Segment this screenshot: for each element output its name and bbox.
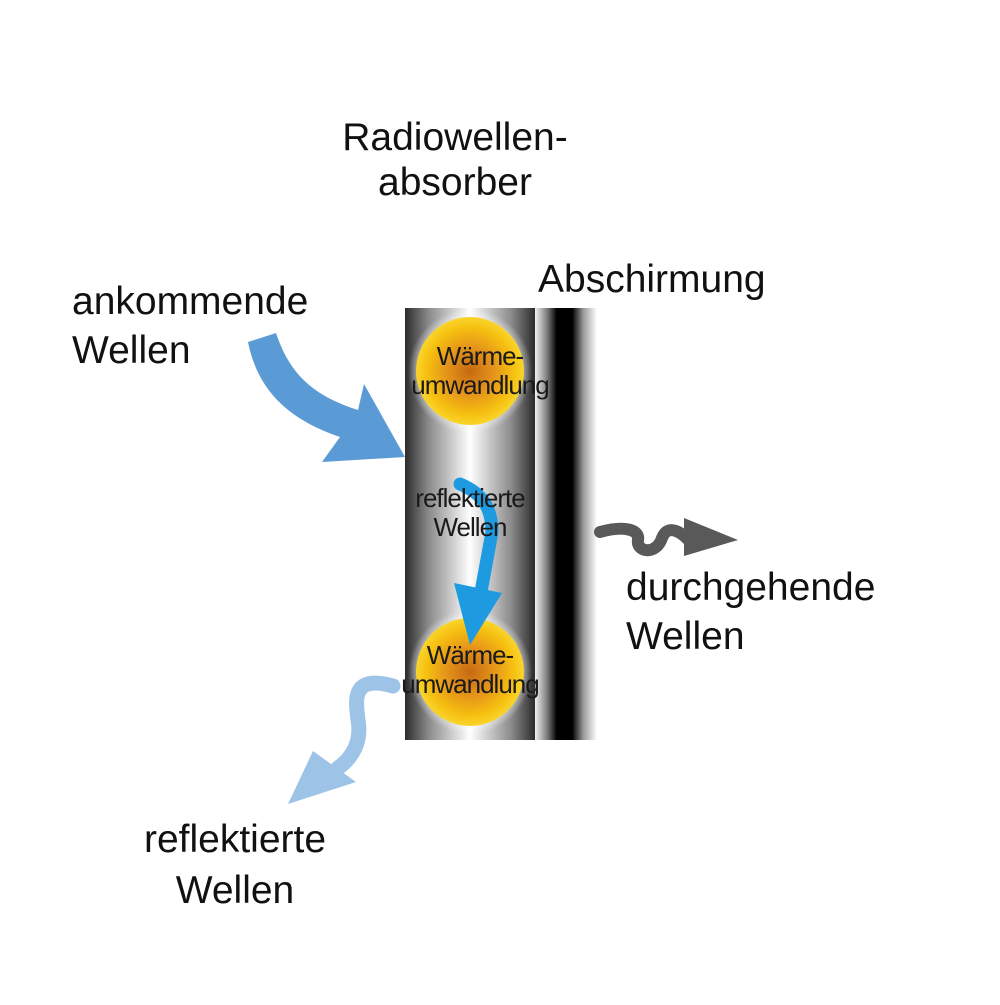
inner-reflected-label-line1: reflektierte	[415, 483, 525, 513]
reflected-wave-arrow	[330, 675, 401, 776]
inner-reflection-arrowhead	[454, 583, 502, 645]
heat-top-label-line2: umwandlung	[411, 370, 549, 400]
heat-bottom-label-line2: umwandlung	[401, 669, 539, 699]
heat-top-label-line1: Wärme-	[436, 341, 524, 371]
transmitted-label-line2: Wellen	[626, 615, 745, 658]
transmitted-wave-arrow	[594, 522, 696, 557]
incoming-wave-arrow	[248, 333, 405, 462]
reflected-wave-arrowhead	[288, 751, 356, 804]
transmitted-label-line1: durchgehende	[626, 566, 876, 609]
heat-sphere-top	[416, 317, 524, 425]
transmitted-wave-arrowhead	[684, 518, 738, 556]
incoming-label-line1: ankommende	[72, 280, 309, 323]
inner-reflection-arrow	[453, 477, 499, 599]
inner-reflected-label-line2: Wellen	[433, 512, 507, 542]
shield-label: Abschirmung	[538, 258, 766, 301]
shielding-layer	[535, 308, 597, 740]
reflected-label-line2: Wellen	[175, 869, 295, 912]
reflected-label-line1: reflektierte	[143, 818, 327, 861]
heat-sphere-bottom	[416, 618, 524, 726]
heat-bottom-label-line1: Wärme-	[426, 640, 514, 670]
absorber-label-line2: absorber	[378, 161, 532, 204]
absorber-label-line1: Radiowellen-	[342, 116, 568, 159]
incoming-label-line2: Wellen	[72, 329, 191, 372]
